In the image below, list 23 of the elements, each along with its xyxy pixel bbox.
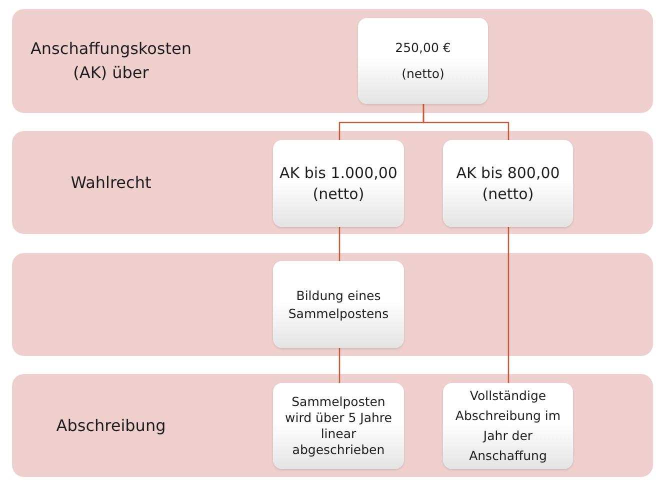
band-label: Abschreibung [55, 414, 167, 436]
box-text: 250,00 € (netto) [394, 39, 452, 83]
box-text: Sammelposten wird über 5 Jahre linear abgeschrieben [284, 394, 393, 458]
connector-line [338, 348, 340, 383]
box-text: Bildung eines Sammelpostens [287, 286, 390, 322]
process-box [358, 18, 488, 104]
process-box [443, 383, 573, 469]
category-band [12, 9, 653, 113]
process-box [443, 140, 573, 227]
process-box [273, 383, 404, 469]
band-label: Anschaffungskosten (AK) über [29, 38, 193, 84]
box-text: Vollständige Abschreibung im Jahr der Anschaffung [454, 387, 562, 465]
connector-line [508, 227, 510, 383]
process-box [273, 140, 404, 227]
box-text: AK bis 1.000,00 (netto) [278, 162, 398, 204]
category-band [12, 131, 653, 234]
box-text: AK bis 800,00 (netto) [455, 162, 561, 204]
process-box [273, 261, 404, 348]
category-band [12, 374, 653, 477]
connector-line [422, 104, 510, 140]
band-label: Wahlrecht [70, 172, 152, 194]
category-band [12, 253, 653, 356]
connector-line [338, 227, 340, 261]
